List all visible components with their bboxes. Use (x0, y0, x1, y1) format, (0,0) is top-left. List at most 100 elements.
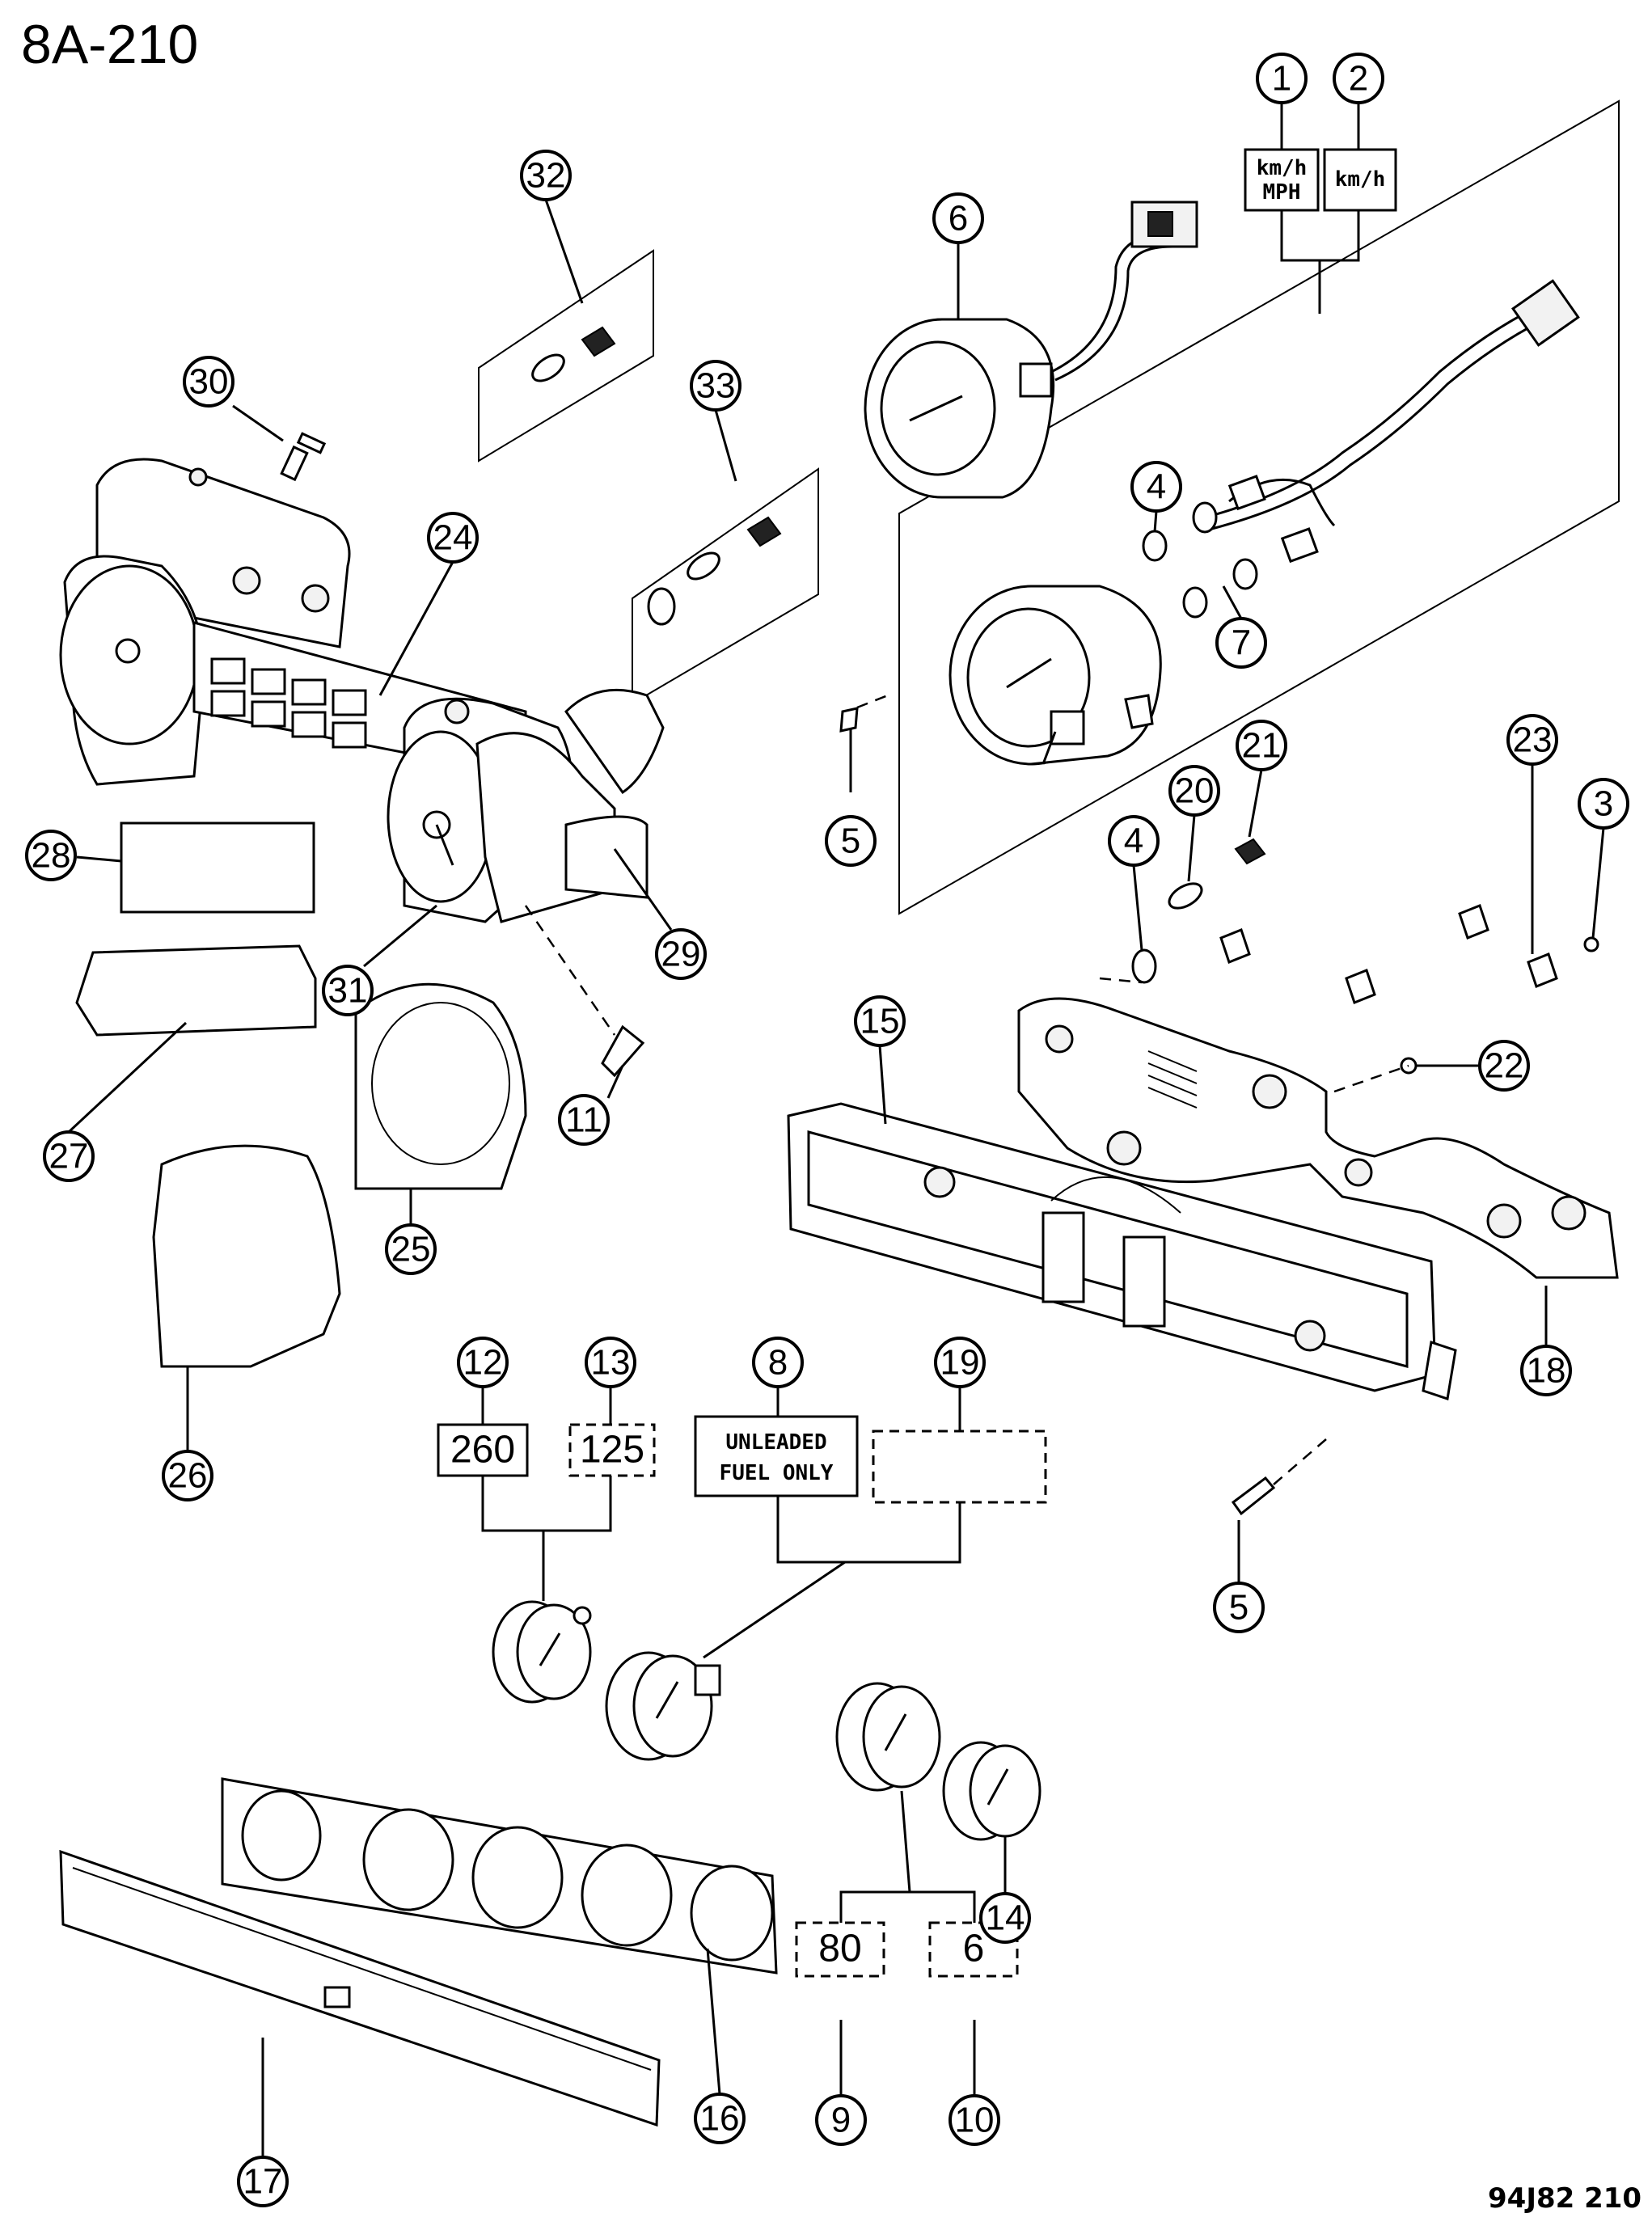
label-box-speedo-2: km/h (1323, 148, 1397, 212)
callout-30: 30 (183, 356, 234, 408)
callout-33: 33 (690, 360, 741, 412)
svg-text:5: 5 (1229, 1588, 1249, 1628)
socket-21 (1234, 838, 1266, 865)
callout-18: 18 (1520, 1345, 1572, 1396)
svg-text:4: 4 (1147, 467, 1166, 507)
label-box-80: 80 (795, 1921, 885, 1978)
svg-text:10: 10 (955, 2101, 995, 2140)
callout-29: 29 (655, 928, 707, 980)
svg-text:32: 32 (526, 156, 566, 196)
svg-text:125: 125 (580, 1429, 644, 1472)
callout-15: 15 (854, 995, 906, 1047)
svg-text:15: 15 (860, 1002, 900, 1041)
callout-28: 28 (25, 830, 77, 881)
svg-text:14: 14 (986, 1898, 1025, 1938)
leader-lines (67, 103, 1605, 2157)
callout-4-lower: 4 (1108, 815, 1160, 867)
svg-text:7: 7 (1232, 623, 1251, 663)
connector-bulb-b (1280, 527, 1319, 564)
svg-text:19: 19 (940, 1343, 980, 1383)
callout-5-lower: 5 (1213, 1582, 1265, 1633)
label-box-unleaded: UNLEADED FUEL ONLY (694, 1415, 859, 1497)
figure-code: 94J82 210 (1488, 2182, 1641, 2215)
housing-26 (152, 1144, 341, 1368)
bulb-sockets-23 (1219, 904, 1558, 1004)
cover-27 (75, 944, 317, 1037)
callout-1: 1 (1256, 53, 1308, 104)
label-box-speedo-1: km/h MPH (1244, 148, 1320, 212)
svg-text:26: 26 (168, 1456, 208, 1496)
callout-17: 17 (237, 2156, 289, 2207)
svg-text:25: 25 (391, 1230, 431, 1269)
bulb-holder-upper (1192, 501, 1218, 534)
svg-text:km/h: km/h (1335, 167, 1386, 192)
screw-30 (280, 432, 327, 482)
callout-4-upper: 4 (1130, 461, 1182, 513)
callout-10: 10 (949, 2094, 1000, 2146)
svg-text:22: 22 (1485, 1046, 1524, 1086)
svg-text:FUEL ONLY: FUEL ONLY (720, 1461, 834, 1485)
svg-text:20: 20 (1175, 771, 1215, 811)
connector-bulb-a (1227, 475, 1266, 511)
screw-5-upper (839, 707, 859, 733)
callout-32: 32 (520, 150, 572, 201)
bulb-4-upper (1142, 530, 1168, 562)
callout-3: 3 (1578, 778, 1629, 830)
screw-5-lower (1231, 1476, 1276, 1516)
bulb-7-a (1182, 586, 1208, 619)
speedometer-group-panel (898, 99, 1620, 915)
bezel-16 (221, 1777, 778, 1974)
housing-25 (354, 982, 527, 1190)
svg-text:km/h: km/h (1257, 156, 1308, 180)
callout-8: 8 (752, 1337, 804, 1388)
speedometer-gauge-upper (864, 201, 1198, 499)
svg-text:23: 23 (1513, 720, 1553, 760)
svg-text:28: 28 (32, 836, 71, 876)
svg-text:UNLEADED: UNLEADED (725, 1430, 826, 1455)
callout-25: 25 (385, 1223, 437, 1275)
svg-text:2: 2 (1349, 59, 1368, 99)
svg-text:6: 6 (949, 199, 968, 239)
fuel-gauge (605, 1651, 721, 1761)
svg-text:12: 12 (463, 1343, 503, 1383)
svg-text:1: 1 (1272, 59, 1291, 99)
cluster-assembly (59, 458, 665, 923)
svg-text:17: 17 (243, 2162, 283, 2202)
bulb-kit-32-panel (478, 249, 654, 462)
callout-16: 16 (694, 2093, 746, 2144)
svg-text:33: 33 (696, 366, 736, 406)
bulb-20 (1168, 882, 1203, 910)
svg-text:4: 4 (1124, 821, 1143, 861)
label-box-19-blank (872, 1430, 1047, 1504)
callout-13: 13 (585, 1337, 636, 1388)
callout-5-upper: 5 (825, 815, 877, 867)
callout-21: 21 (1236, 720, 1287, 771)
callout-12: 12 (457, 1337, 509, 1388)
callout-11: 11 (558, 1094, 610, 1146)
svg-text:24: 24 (433, 518, 473, 558)
svg-text:27: 27 (49, 1137, 89, 1176)
svg-text:13: 13 (591, 1343, 631, 1383)
cluster-housing-15 (787, 1102, 1457, 1400)
svg-text:16: 16 (700, 2099, 740, 2139)
callout-2: 2 (1333, 53, 1384, 104)
bulb-4-lower (1131, 948, 1157, 984)
svg-text:3: 3 (1594, 784, 1613, 824)
lens-17 (59, 1849, 661, 2127)
callout-9: 9 (815, 2094, 867, 2146)
voltmeter-gauge (942, 1741, 1041, 1841)
svg-text:MPH: MPH (1263, 180, 1301, 205)
svg-text:29: 29 (661, 935, 701, 974)
callout-7: 7 (1215, 617, 1267, 669)
speedometer-gauge-lower (949, 585, 1162, 766)
temperature-gauge (492, 1600, 592, 1704)
svg-text:9: 9 (831, 2101, 851, 2140)
callout-31: 31 (322, 965, 374, 1016)
callout-22: 22 (1478, 1040, 1530, 1092)
callout-24: 24 (427, 512, 479, 564)
callout-26: 26 (162, 1450, 213, 1501)
svg-text:30: 30 (189, 362, 229, 402)
svg-text:11: 11 (565, 1100, 602, 1140)
svg-text:31: 31 (328, 971, 368, 1011)
